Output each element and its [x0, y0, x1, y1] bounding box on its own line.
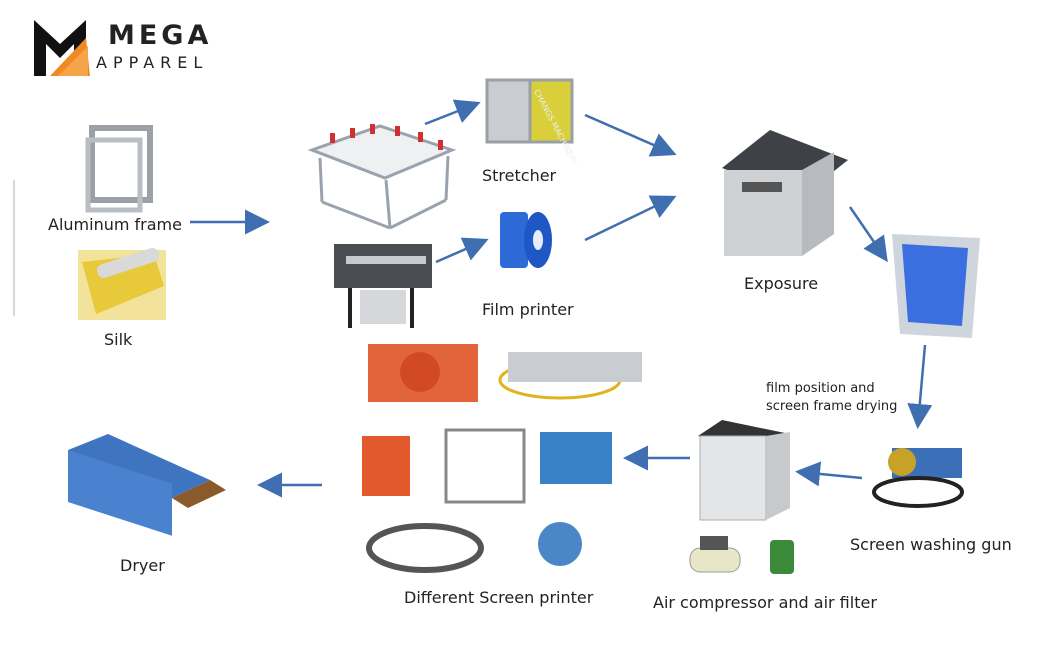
label-aluminum-frame: Aluminum frame [48, 215, 182, 234]
label-different-screen-printer: Different Screen printer [404, 588, 594, 607]
aluminum-frame-image [85, 125, 153, 213]
label-drying-note-1: film position and [766, 381, 875, 396]
air-compressor-image [689, 536, 794, 574]
label-stretcher: Stretcher [482, 166, 557, 185]
label-dryer: Dryer [120, 556, 165, 575]
label-air-compressor: Air compressor and air filter [653, 593, 877, 612]
logo-wordmark: MEGA [108, 20, 213, 51]
logo-mark-icon [34, 20, 90, 76]
film-printer-image [334, 244, 432, 328]
film-roll-image [500, 212, 552, 268]
exposure-unit-image [722, 130, 848, 256]
screen-printers-image [362, 344, 642, 573]
stretched-screen-image [485, 78, 574, 144]
label-film-printer: Film printer [482, 300, 574, 319]
washing-gun-image [872, 448, 964, 508]
label-silk: Silk [104, 330, 133, 349]
silk-image [78, 248, 166, 320]
logo-subtitle: APPAREL [96, 53, 209, 72]
drying-cabinet-image [698, 420, 790, 521]
label-drying-note-2: screen frame drying [766, 399, 898, 414]
dryer-image [68, 434, 226, 536]
flow-arrows [190, 99, 933, 498]
label-screen-washing-gun: Screen washing gun [850, 535, 1012, 554]
exposed-screen-image [892, 234, 980, 338]
label-exposure: Exposure [744, 274, 819, 293]
stretcher-machine-image [307, 124, 457, 230]
